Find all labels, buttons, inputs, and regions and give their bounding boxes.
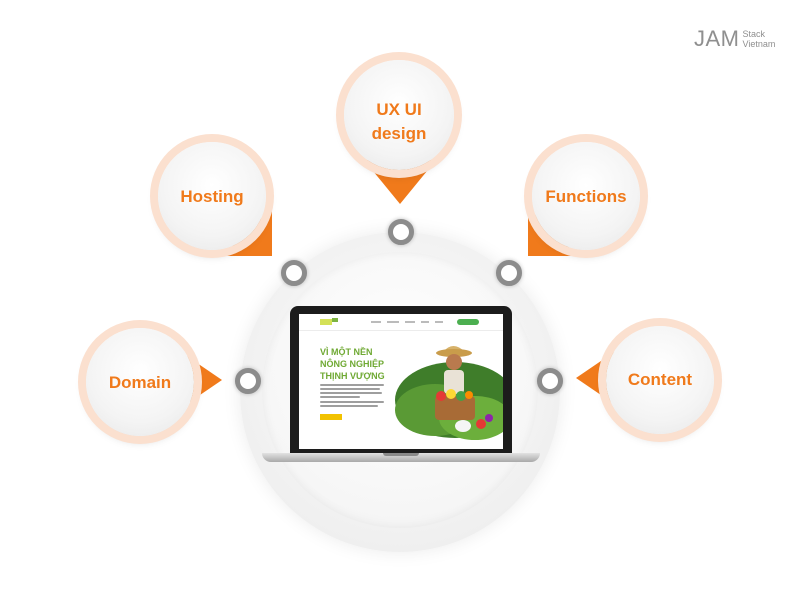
connector-ring-upper-left bbox=[281, 260, 307, 286]
node-functions-bubble[interactable]: Functions bbox=[532, 142, 640, 250]
site-nav-item[interactable] bbox=[405, 321, 415, 323]
laptop-notch bbox=[383, 453, 419, 456]
brand-sub: Stack Vietnam bbox=[743, 29, 776, 49]
site-body-line bbox=[320, 392, 382, 394]
site-headline: VÌ MỘT NỀN NÔNG NGHIỆP THỊNH VƯỢNG bbox=[320, 346, 410, 382]
site-nav bbox=[299, 314, 503, 331]
site-nav-button[interactable] bbox=[457, 319, 479, 325]
node-ux-label-line2: design bbox=[371, 124, 427, 143]
node-content-label: Content bbox=[627, 370, 693, 389]
site-cta-button[interactable] bbox=[320, 414, 342, 420]
site-nav-item[interactable] bbox=[387, 321, 399, 323]
site-nav-item[interactable] bbox=[371, 321, 381, 323]
node-content-bubble[interactable]: Content bbox=[606, 326, 714, 434]
node-domain-label: Domain bbox=[108, 373, 172, 392]
connector-ring-right bbox=[537, 368, 563, 394]
site-body-line bbox=[320, 388, 380, 390]
site-body-line bbox=[320, 405, 378, 407]
site-nav-item[interactable] bbox=[421, 321, 429, 323]
laptop-website-preview: VÌ MỘT NỀN NÔNG NGHIỆP THỊNH VƯỢNG bbox=[299, 314, 503, 449]
site-nav-item[interactable] bbox=[435, 321, 443, 323]
site-headline-line1: VÌ MỘT NỀN bbox=[320, 347, 373, 357]
brand-sub-line2: Vietnam bbox=[742, 39, 776, 49]
node-ux-bubble[interactable]: UX UI design bbox=[344, 60, 454, 170]
site-body-line bbox=[320, 384, 384, 386]
node-functions-label: Functions bbox=[545, 187, 627, 206]
brand-sub-line1: Stack bbox=[742, 29, 766, 39]
node-hosting-label: Hosting bbox=[180, 187, 244, 206]
brand-logo: JAM Stack Vietnam bbox=[694, 26, 775, 52]
node-domain-bubble[interactable]: Domain bbox=[86, 328, 194, 436]
site-body-line bbox=[320, 396, 360, 398]
farmer-hero-image bbox=[395, 346, 503, 440]
laptop-base bbox=[262, 453, 540, 462]
site-headline-line2: NÔNG NGHIỆP bbox=[320, 359, 385, 369]
site-headline-line3: THỊNH VƯỢNG bbox=[320, 371, 385, 381]
brand-main: JAM bbox=[694, 26, 740, 51]
node-ux-label: UX UI design bbox=[344, 98, 454, 146]
node-ux-label-line1: UX UI bbox=[376, 100, 422, 119]
site-body-line bbox=[320, 401, 384, 403]
connector-ring-top bbox=[388, 219, 414, 245]
connector-ring-left bbox=[235, 368, 261, 394]
node-hosting-bubble[interactable]: Hosting bbox=[158, 142, 266, 250]
site-logo bbox=[320, 318, 338, 328]
connector-ring-upper-right bbox=[496, 260, 522, 286]
